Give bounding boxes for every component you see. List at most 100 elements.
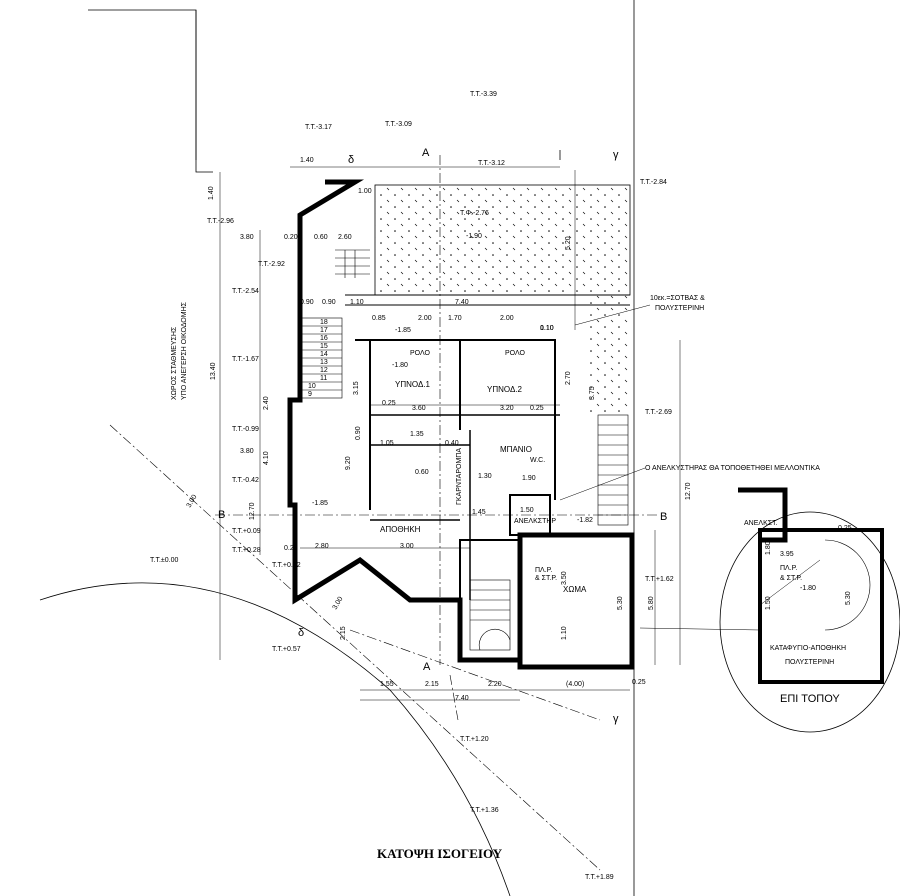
dim: 3.15 [353,381,360,395]
dim: 2.60 [338,234,352,241]
level-marker: Τ.Τ.+1.89 [585,874,614,881]
outer-walls [287,179,635,670]
inner-stair [469,579,511,651]
dim: 3.00 [186,494,199,509]
room-closet: ΓΚΑΡΝΤΑΡΟΜΠΑ [456,448,463,505]
level-marker: Τ.Τ.+0.57 [272,646,301,653]
room-storage: ΑΠΟΘΗΚΗ [380,525,421,534]
insulation-note-2: ΠΟΛΥΣΤΕΡΙΝΗ [655,305,704,312]
dim: 2.00 [418,315,432,322]
dim: 0.90 [355,426,362,440]
room-bedroom-1: ΥΠΝΟΔ.1 [395,380,431,389]
room-wc: W.C. [530,457,545,464]
dim: 5.20 [565,236,572,250]
section-b-right: B [660,511,667,523]
inset-dim: 3.95 [780,551,794,558]
left-stair [301,317,343,399]
level-marker: Τ.Τ.-2.69 [645,409,672,416]
dim: 0.85 [372,315,386,322]
dim: 12.70 [249,502,256,520]
dim: 1.00 [358,188,372,195]
inset-pr2: & ΣΤ.Ρ. [780,575,802,582]
dim: 3.50 [561,571,568,585]
level-marker: Τ.Τ.+1.20 [460,736,489,743]
level-marker: Τ.Τ.-3.09 [385,121,412,128]
leader-line [574,304,651,326]
dim: 2.70 [565,371,572,385]
dim: 5.30 [617,596,624,610]
section-g-top: γ [613,149,619,161]
inset-dim: 0.25 [838,525,852,532]
dim: 4.10 [263,451,270,465]
dim: 3.60 [412,405,426,412]
level-marker: Τ.Τ.+0.12 [272,562,301,569]
dim: 3.75 [589,386,596,400]
level-marker: Τ.Τ.-0.42 [232,477,259,484]
dim: 0.25 [632,679,646,686]
dim: 2.20 [488,681,502,688]
garden-area [374,184,631,296]
section-g-bottom: γ [613,713,619,725]
level-marker: Τ.Τ.+0.09 [232,528,261,535]
stair-num: 18 [320,319,328,326]
level-marker: Τ.Τ.-3.12 [478,160,505,167]
right-stair [597,414,629,526]
floor-level: -1.82 [577,517,593,524]
room-bedroom-2: ΥΠΝΟΔ.2 [487,385,523,394]
dim: 1.10 [350,299,364,306]
stair-num: 17 [320,327,328,334]
side-garden [590,295,630,415]
level-marker: Τ.Τ.-2.96 [207,218,234,225]
leader-line [559,467,646,501]
floor-level: -1.80 [392,362,408,369]
inset-basement-label: ΚΑΤΑΦΥΓΙΟ-ΑΠΟΘΗΚΗ [770,645,846,652]
elevator-note: Ο ΑΝΕΛΚΥΣΤΗΡΑΣ ΘΑ ΤΟΠΟΘΕΤΗΘΕΙ ΜΕΛΛΟΝΤΙΚΑ [645,465,820,472]
level-marker: Τ.Τ.-3.39 [470,91,497,98]
dim: 0.20 [284,234,298,241]
parking-label-2: ΥΠΟ ΑΝΕΓΕΡΣΗ ΟΙΚΟΔΟΜΗΣ [181,301,188,400]
inset-detail: ΑΝΕΛΚΣΤ. ΠΛ.Ρ. & ΣΤ.Ρ. -1.80 ΚΑΤΑΦΥΓΙΟ-Α… [639,487,900,733]
drawing-title: ΚΑΤΟΨΗ ΙΣΟΓΕΙΟΥ [377,846,503,861]
inset-elevator-label: ΑΝΕΛΚΣΤ. [744,520,778,527]
section-d-bottom: δ [298,627,304,639]
dim: 3.80 [240,448,254,455]
room-bathroom: ΜΠΑΝΙΟ [500,445,532,454]
label-shutter-2: ΡΟΛΟ [505,350,526,357]
section-a-bottom: A [423,661,431,673]
floor-level: Τ.Φ.-2.76 [460,210,489,217]
dim: 0.90 [300,299,314,306]
level-marker: Τ.Τ.+0.28 [232,547,261,554]
level-marker: Τ.Τ.-2.84 [640,179,667,186]
dim: 0.10 [540,325,554,332]
level-marker: Τ.Τ.-2.54 [232,288,259,295]
level-markers: Τ.Τ.-3.39 Τ.Τ.-3.17 Τ.Τ.-3.09 Τ.Τ.-3.12 … [150,91,674,881]
garden-steps [335,249,370,278]
inset-insulation-label: ΠΟΛΥΣΤΕΡΙΝΗ [785,659,834,666]
stair-num: 14 [320,351,328,358]
dim: 0.90 [322,299,336,306]
dim: 0.40 [445,440,459,447]
inset-dim: 1.50 [765,596,772,610]
dim: 1.10 [540,325,554,332]
level-marker: Τ.Τ.-2.92 [258,261,285,268]
dim: 0.60 [415,469,429,476]
level-marker: Τ.Τ.-0.99 [232,426,259,433]
dim: 1.50 [520,507,534,514]
dim: 3.80 [240,234,254,241]
label-shutter-1: ΡΟΛΟ [410,350,431,357]
dim: 1.05 [380,440,394,447]
site-boundary [39,0,635,896]
inset-dim: 1.80 [765,541,772,555]
dim: 12.70 [685,482,692,500]
dim: (4.00) [566,681,584,688]
inset-dim: 5.30 [845,591,852,605]
dim: 1.40 [300,157,314,164]
dim: 1.55 [380,681,394,688]
level-marker: Τ.Τ.+1.36 [470,807,499,814]
floor-level: -1.90 [466,233,482,240]
dim: 1.90 [522,475,536,482]
room-soil: ΧΩΜΑ [563,585,587,594]
stair-numbers: 18 17 16 15 14 13 12 11 10 9 [308,319,328,398]
level-marker: Τ.Τ.+1.62 [645,576,674,583]
